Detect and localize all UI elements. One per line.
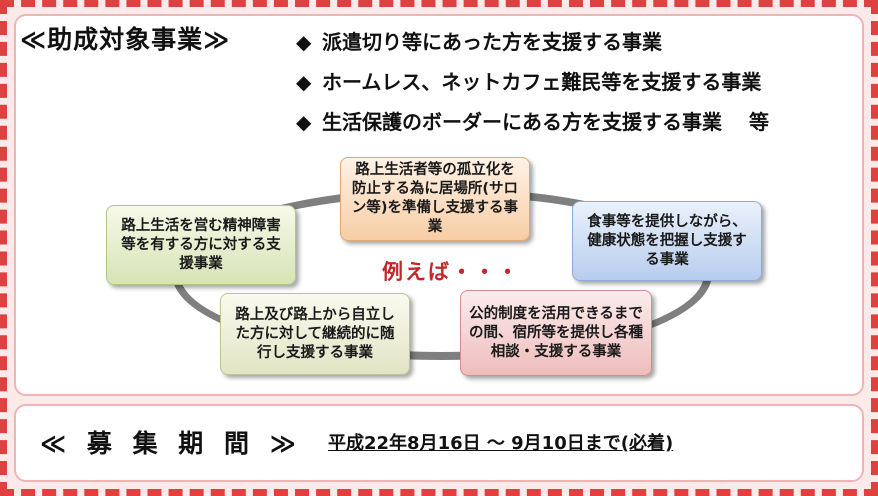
example-card-housing: 公的制度を活用できるまでの間、宿所等を提供し各種相談・支援する事業 xyxy=(460,290,652,376)
bullet-text: ホームレス、ネットカフェ難民等を支援する事業 xyxy=(322,70,762,94)
example-card-text: 路上及び路上から自立した方に対して継続的に随行し支援する事業 xyxy=(235,306,395,361)
recruitment-panel xyxy=(14,404,864,482)
example-card-text: 食事等を提供しながら、健康状態を把握し支援する事業 xyxy=(587,213,747,268)
subsidy-bullet-list: ◆ 派遣切り等にあった方を支援する事業 ◆ ホームレス、ネットカフェ難民等を支援する… xyxy=(296,22,769,142)
example-card-text: 路上生活者等の孤立化を防止する為に居場所(サロン等)を準備し支援する事業 xyxy=(351,162,519,235)
subsidy-heading: ≪助成対象事業≫ xyxy=(20,25,231,54)
example-card-health-check: 食事等を提供しながら、健康状態を把握し支援する事業 xyxy=(572,201,762,281)
bullet-item: ◆ 派遣切り等にあった方を支援する事業 xyxy=(296,22,769,62)
example-card-mental-health: 路上生活を営む精神障害等を有する方に対する支援事業 xyxy=(106,205,296,285)
bullet-text: 派遣切り等にあった方を支援する事業 xyxy=(322,30,662,54)
example-card-accompaniment: 路上及び路上から自立した方に対して継続的に随行し支援する事業 xyxy=(220,293,410,375)
bullet-text: 生活保護のボーダーにある方を支援する事業 等 xyxy=(322,110,769,134)
examples-label: 例えば・・・ xyxy=(382,260,520,284)
diamond-bullet-icon: ◆ xyxy=(296,30,312,54)
diamond-bullet-icon: ◆ xyxy=(296,110,312,134)
recruitment-heading: ≪ 募 集 期 間 ≫ xyxy=(40,429,302,458)
example-card-salon: 路上生活者等の孤立化を防止する為に居場所(サロン等)を準備し支援する事業 xyxy=(340,157,530,241)
recruitment-period: 平成22年8月16日 ～ 9月10日まで(必着) xyxy=(328,433,674,454)
example-card-text: 路上生活を営む精神障害等を有する方に対する支援事業 xyxy=(121,217,281,272)
bullet-item: ◆ 生活保護のボーダーにある方を支援する事業 等 xyxy=(296,102,769,142)
diamond-bullet-icon: ◆ xyxy=(296,70,312,94)
example-card-text: 公的制度を活用できるまでの間、宿所等を提供し各種相談・支援する事業 xyxy=(469,305,643,360)
bullet-item: ◆ ホームレス、ネットカフェ難民等を支援する事業 xyxy=(296,62,769,102)
